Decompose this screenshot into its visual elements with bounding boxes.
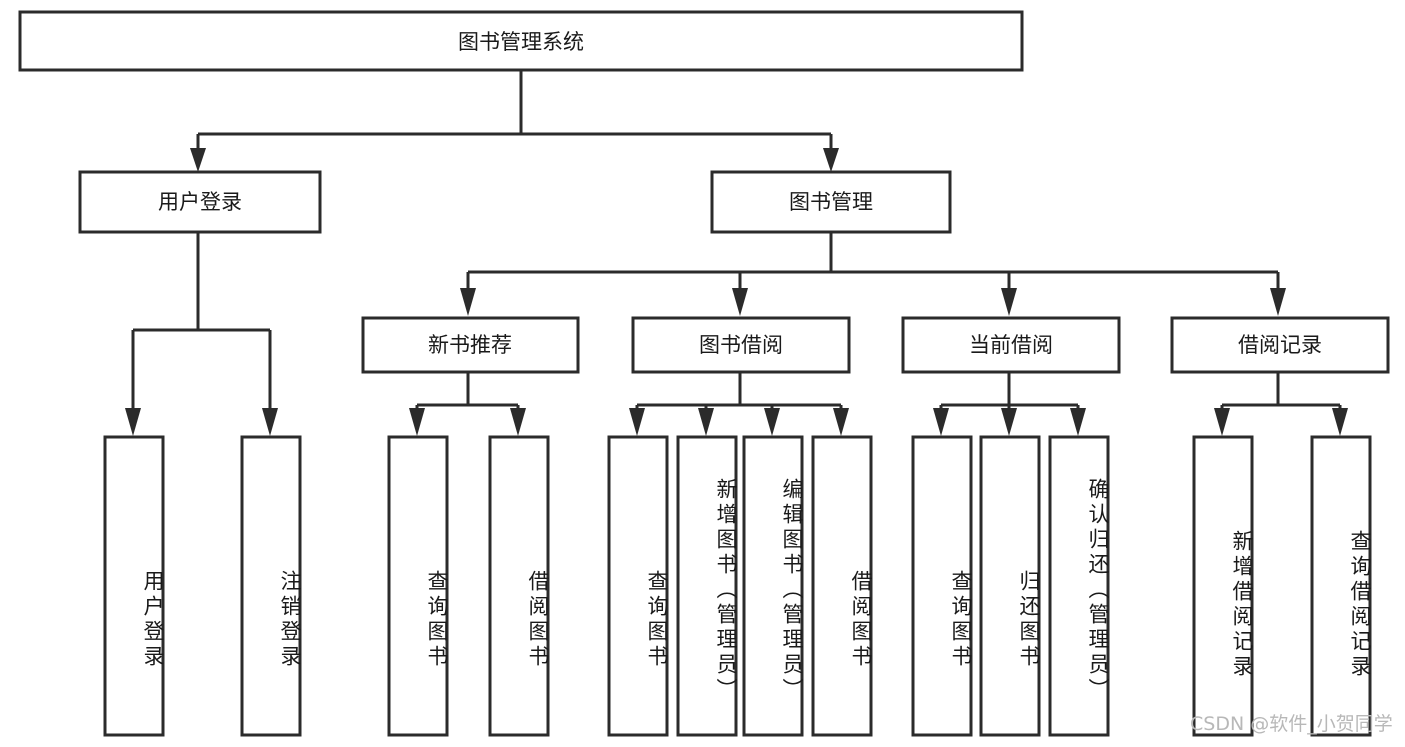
connectors-layer <box>125 70 1348 436</box>
arrowhead-leaf-query-record <box>1332 408 1348 436</box>
node-current-borrow-label: 当前借阅 <box>969 333 1053 357</box>
node-leaf-query-book-3-box[interactable] <box>911 435 973 737</box>
node-leaf-query-record-box[interactable] <box>1310 435 1372 737</box>
node-leaf-logout-login-box[interactable] <box>240 435 302 737</box>
node-root-box[interactable] <box>18 10 1024 72</box>
node-leaf-add-record-box[interactable] <box>1192 435 1254 737</box>
node-leaf-query-book-2-box[interactable] <box>607 435 669 737</box>
node-leaf-add-book-box[interactable] <box>676 435 738 737</box>
arrowhead-book-borrow <box>732 288 748 316</box>
arrowhead-leaf-query-book-1 <box>409 408 425 436</box>
node-leaf-borrow-book-2-box[interactable] <box>811 435 873 737</box>
node-leaf-user-login-box[interactable] <box>103 435 165 737</box>
node-leaf-confirm-return-box[interactable] <box>1048 435 1110 737</box>
node-root-label: 图书管理系统 <box>458 30 584 54</box>
node-leaf-edit-book-box[interactable] <box>742 435 804 737</box>
arrowhead-leaf-return-book <box>1001 408 1017 436</box>
arrowhead-current-borrow <box>1001 288 1017 316</box>
arrowhead-leaf-query-book-2 <box>629 408 645 436</box>
node-leaf-query-book-1-box[interactable] <box>387 435 449 737</box>
node-current-borrow-box[interactable] <box>901 316 1121 374</box>
watermark-label: CSDN @软件_小贺同学 <box>1190 713 1393 735</box>
arrowhead-leaf-add-book <box>698 408 714 436</box>
node-user-login-label: 用户登录 <box>158 190 242 214</box>
arrowhead-user-login <box>190 148 206 172</box>
node-new-book-recommend-label: 新书推荐 <box>428 333 512 357</box>
arrowhead-leaf-confirm-return <box>1070 408 1086 436</box>
arrowhead-leaf-logout-login <box>262 408 278 436</box>
node-borrow-record-box[interactable] <box>1170 316 1390 374</box>
nodes-layer: 图书管理系统 用户登录 图书管理 新书推荐 图书借阅 当前借阅 借阅记录 <box>18 10 1390 737</box>
arrowhead-leaf-borrow-book-2 <box>833 408 849 436</box>
arrowhead-leaf-user-login <box>125 408 141 436</box>
arrowhead-borrow-record <box>1270 288 1286 316</box>
arrowhead-leaf-query-book-3 <box>933 408 949 436</box>
node-new-book-recommend-box[interactable] <box>361 316 580 374</box>
node-borrow-record-label: 借阅记录 <box>1238 333 1322 357</box>
arrowhead-leaf-borrow-book-1 <box>510 408 526 436</box>
arrowhead-new-book-recommend <box>460 288 476 316</box>
node-leaf-return-book-box[interactable] <box>979 435 1041 737</box>
node-book-borrow-label: 图书借阅 <box>699 333 783 357</box>
arrowhead-leaf-edit-book <box>764 408 780 436</box>
node-book-management-box[interactable] <box>710 170 952 234</box>
node-book-management-label: 图书管理 <box>789 190 873 214</box>
node-leaf-borrow-book-1-box[interactable] <box>488 435 550 737</box>
node-user-login-box[interactable] <box>78 170 322 234</box>
arrowhead-book-management <box>823 148 839 172</box>
node-book-borrow-box[interactable] <box>631 316 851 374</box>
arrowhead-leaf-add-record <box>1214 408 1230 436</box>
